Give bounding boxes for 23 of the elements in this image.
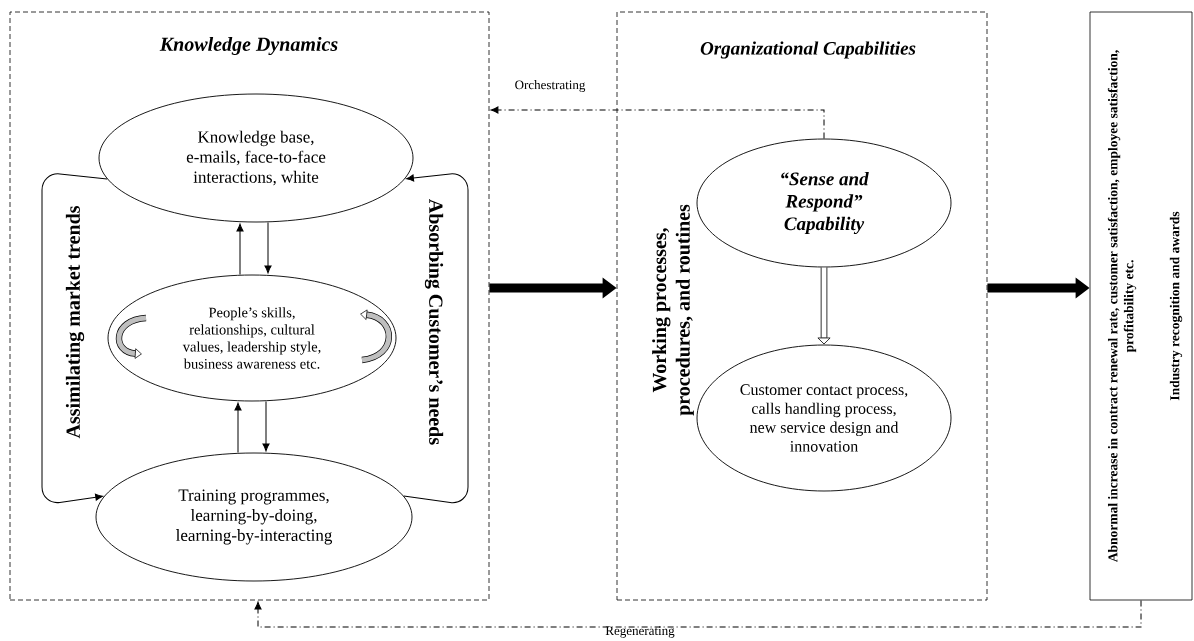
edge-label: Regenerating <box>605 626 675 638</box>
edge-label: Orchestrating <box>515 80 586 92</box>
hollow-arrow <box>817 267 831 345</box>
vertical-text: Industry recognition and awards <box>1169 211 1183 401</box>
arrow <box>490 106 825 140</box>
arrow <box>264 221 272 274</box>
edge-label: Absorbing Customer’s needs <box>423 197 445 447</box>
edge-label: Assimilating market trends <box>64 204 86 440</box>
oval-node: Knowledge base, e-mails, face-to-face interactions, white <box>98 93 414 223</box>
arrow <box>41 173 108 504</box>
heading: Knowledge Dynamics <box>159 36 338 56</box>
oval-node: People’s skills, relationships, cultural values, leadership style, business awareness etc. <box>107 274 397 402</box>
arrow <box>236 223 244 276</box>
oval-node: Customer contact process, calls handling process, new service design and innovation <box>696 344 952 492</box>
heading: Organizational Capabilities <box>700 41 916 59</box>
oval-node: Training programmes, learning-by-doing, learning-by-interacting <box>95 452 413 582</box>
arrow <box>262 400 270 452</box>
vertical-heading: Working processes, procedures, and routines <box>652 204 694 416</box>
oval-node: “Sense and Respond” Capability <box>696 138 952 268</box>
arrow <box>403 173 469 504</box>
arrow <box>234 402 242 454</box>
vertical-text: Abnormal increase in contract renewal rate, customer satisfaction, employee satisfaction, profitability etc. <box>1107 50 1137 563</box>
arrow <box>254 599 1142 628</box>
